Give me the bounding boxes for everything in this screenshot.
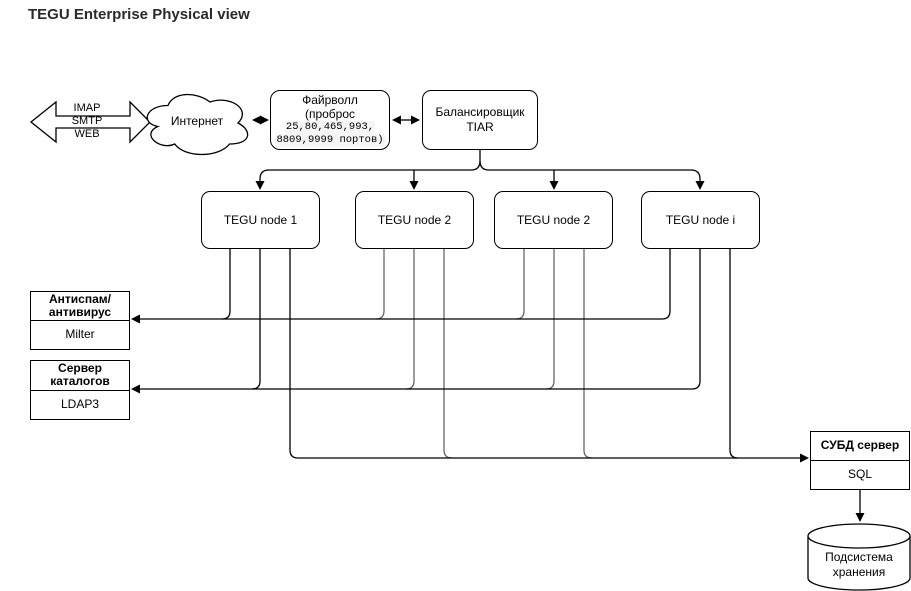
internet-label: Интернет <box>170 114 224 128</box>
directory-title-line2: каталогов <box>50 374 110 389</box>
firewall-label-line2: (проброс <box>304 107 356 121</box>
node2-to-milter-line <box>375 249 385 320</box>
tegu-node-2-label: TEGU node 2 <box>377 213 452 227</box>
tegu-node-4-label: TEGU node i <box>665 213 736 227</box>
node2-to-sql-line <box>443 249 453 459</box>
node1-to-sql-line <box>289 249 299 459</box>
protocol-label-imap: IMAP <box>73 102 101 114</box>
internet-cloud <box>146 93 249 156</box>
storage-cylinder <box>807 523 911 591</box>
node3-to-sql-line <box>583 249 593 459</box>
balancer-to-nodes-connector <box>259 150 701 184</box>
node1-to-milter-line <box>221 249 231 320</box>
sql-arrowhead <box>800 453 809 463</box>
database-body-label: SQL <box>847 467 872 481</box>
node3-to-milter-line <box>515 249 525 320</box>
firewall-balancer-connector <box>392 115 420 125</box>
firewall-label-line1: Файрволл <box>302 93 358 107</box>
sql-to-storage-connector <box>855 490 865 522</box>
tegu-node-3-label: TEGU node 2 <box>516 213 591 227</box>
node4-to-milter-line <box>661 249 671 320</box>
tegu-node-1-label: TEGU node 1 <box>223 213 298 227</box>
sql-bus-connector <box>298 453 809 463</box>
tegu-node-4-box: TEGU node i <box>641 191 760 249</box>
firewall-ports-line1: 25,80,465,993, <box>284 121 376 134</box>
storage-label-line2: хранения <box>832 565 886 579</box>
storage-label-line1: Подсистема <box>825 550 893 564</box>
balancer-box: Балансировщик TIAR <box>422 90 538 150</box>
node3-drop-lines <box>515 249 593 459</box>
page-title: TEGU Enterprise Physical view <box>28 6 250 23</box>
ldap-bus-connector <box>131 384 692 394</box>
ldap-arrowhead <box>131 384 140 394</box>
antispam-body-label: Milter <box>65 327 95 341</box>
firewall-ports-line2: 8809,9999 портов) <box>275 134 385 147</box>
database-title: СУБД сервер <box>811 432 909 461</box>
node4-to-ldap-line <box>691 249 701 390</box>
antispam-title-line1: Антиспам/ <box>49 291 111 306</box>
directory-title-line1: Сервер <box>58 361 102 376</box>
node1-drop-lines <box>221 249 299 459</box>
node4-to-sql-line <box>729 249 739 459</box>
balancer-label-line1: Балансировщик <box>435 105 525 119</box>
milter-arrowhead <box>131 314 140 324</box>
node2-drop-lines <box>375 249 453 459</box>
cloud-firewall-connector <box>252 115 269 125</box>
milter-bus-connector <box>131 314 662 324</box>
tegu-node-1-box: TEGU node 1 <box>201 191 320 249</box>
balancer-label-line2: TIAR <box>466 120 494 134</box>
firewall-box: Файрволл (проброс 25,80,465,993, 8809,99… <box>270 90 390 150</box>
tegu-node-3-box: TEGU node 2 <box>494 191 613 249</box>
node4-drop-lines <box>661 249 739 459</box>
directory-box: Сервер каталогов LDAP3 <box>30 360 130 420</box>
antispam-box: Антиспам/ антивирус Milter <box>30 291 130 350</box>
protocol-label-web: WEB <box>74 128 100 140</box>
tegu-node-2-box: TEGU node 2 <box>355 191 474 249</box>
directory-body-label: LDAP3 <box>60 397 100 411</box>
antispam-title-line2: антивирус <box>48 304 112 319</box>
storage-label: Подсистема хранения <box>809 550 909 580</box>
protocol-label-smtp: SMTP <box>71 115 103 127</box>
balancer-arrowheads <box>255 181 705 190</box>
database-box: СУБД сервер SQL <box>810 431 910 490</box>
